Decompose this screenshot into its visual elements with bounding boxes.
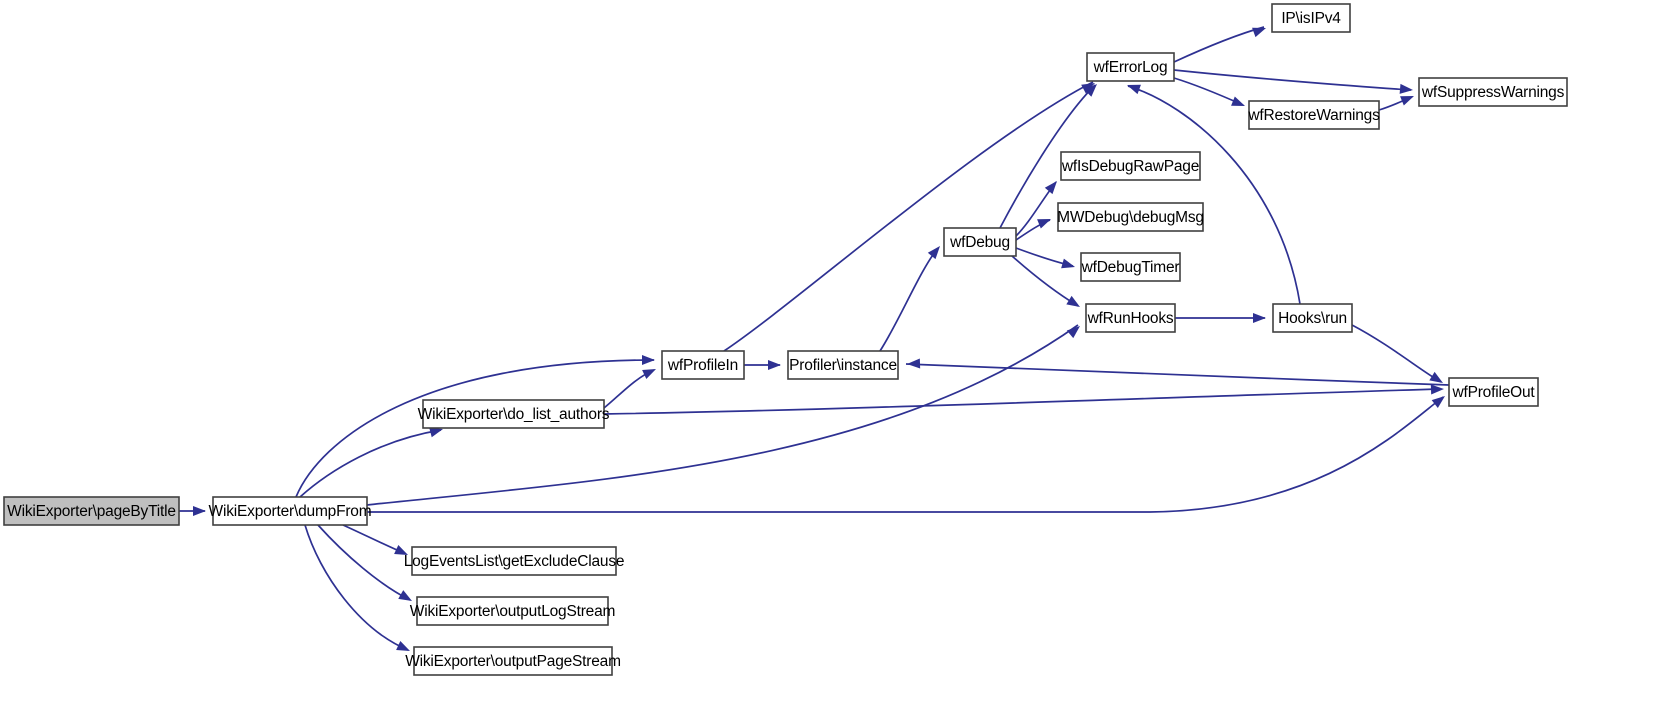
call-edge-dumpFrom-to-outputLogStream (317, 524, 411, 601)
graph-node-isIPv4[interactable]: IP\isIPv4 (1271, 3, 1351, 33)
call-edge-do_list_authors-to-wfProfileOut (603, 388, 1442, 415)
call-edge-dumpFrom-to-wfProfileOut (367, 396, 1444, 513)
node-box[interactable] (661, 350, 745, 380)
node-box[interactable] (1086, 52, 1175, 82)
node-box[interactable] (422, 399, 605, 429)
arrowhead-icon (1431, 396, 1445, 408)
node-box[interactable] (413, 646, 613, 676)
graph-node-pageByTitle[interactable]: WikiExporter\pageByTitle (3, 496, 180, 526)
arrowhead-icon (1429, 371, 1443, 383)
call-edge-dumpFrom-to-wfRunHooks (366, 324, 1079, 506)
node-layer: WikiExporter\pageByTitle WikiExporter\dum… (3, 3, 1568, 676)
arrowhead-icon (1252, 27, 1266, 38)
arrowhead-icon (1066, 295, 1080, 307)
graph-node-getExcludeClause[interactable]: LogEventsList\getExcludeClause (404, 546, 625, 576)
graph-node-wfDebug[interactable]: wfDebug (943, 227, 1017, 257)
call-edge-wfProfileOut-to-profilerInstance (905, 363, 1450, 386)
call-edge-wfErrorLog-to-wfSuppressWarnings (1173, 69, 1412, 91)
graph-node-wfRunHooks[interactable]: wfRunHooks (1085, 303, 1176, 333)
node-box[interactable] (411, 546, 617, 576)
node-box[interactable] (212, 496, 368, 526)
node-box[interactable] (1272, 303, 1353, 333)
graph-node-wfDebugTimer[interactable]: wfDebugTimer (1080, 252, 1181, 282)
graph-node-wfProfileOut[interactable]: wfProfileOut (1448, 377, 1539, 407)
graph-node-do_list_authors[interactable]: WikiExporter\do_list_authors (418, 399, 610, 429)
call-edge-wfErrorLog-to-isIPv4 (1173, 26, 1265, 63)
call-edge-wfDebug-to-wfErrorLog (999, 84, 1096, 229)
node-box[interactable] (416, 596, 609, 626)
arrowhead-icon (1400, 96, 1414, 106)
arrowhead-icon (907, 358, 921, 369)
arrowhead-icon (398, 590, 412, 601)
arrowhead-icon (642, 369, 656, 380)
arrowhead-icon (768, 360, 781, 370)
arrowhead-icon (1127, 84, 1141, 95)
graph-node-wfErrorLog[interactable]: wfErrorLog (1086, 52, 1175, 82)
arrowhead-icon (1044, 181, 1057, 195)
arrowhead-icon (927, 246, 940, 260)
graph-node-wfProfileIn[interactable]: wfProfileIn (661, 350, 745, 380)
graph-node-profilerInstance[interactable]: Profiler\instance (787, 350, 899, 380)
call-edge-dumpFrom-to-outputPageStream (304, 524, 409, 651)
call-edge-dumpFrom-to-do_list_authors (299, 429, 442, 498)
call-edge-wfErrorLog-to-wfRestoreWarnings (1173, 77, 1244, 106)
node-box[interactable] (1418, 77, 1568, 107)
graph-node-hooksRun[interactable]: Hooks\run (1272, 303, 1353, 333)
call-edge-dumpFrom-to-wfProfileIn (295, 359, 655, 498)
arrowhead-icon (642, 355, 655, 365)
arrowhead-icon (1430, 384, 1444, 395)
call-edge-profilerInstance-to-wfDebug (879, 247, 939, 352)
graph-node-wfRestoreWarnings[interactable]: wfRestoreWarnings (1247, 100, 1380, 130)
node-box[interactable] (1448, 377, 1539, 407)
call-edge-hooksRun-to-wfProfileOut (1351, 324, 1442, 383)
node-box[interactable] (943, 227, 1017, 257)
arrowhead-icon (1253, 313, 1266, 323)
node-box[interactable] (1060, 151, 1201, 181)
arrowhead-icon (193, 506, 206, 516)
arrowhead-icon (1231, 96, 1245, 106)
arrowhead-icon (429, 427, 443, 438)
graph-node-outputLogStream[interactable]: WikiExporter\outputLogStream (410, 596, 615, 626)
node-box[interactable] (1057, 202, 1204, 232)
graph-node-wfSuppressWarnings[interactable]: wfSuppressWarnings (1418, 77, 1568, 107)
arrowhead-icon (396, 640, 410, 651)
node-box[interactable] (1080, 252, 1181, 282)
arrowhead-layer (193, 27, 1445, 651)
arrowhead-icon (394, 544, 408, 555)
node-box[interactable] (1271, 3, 1351, 33)
node-box[interactable] (1248, 100, 1380, 130)
graph-node-dumpFrom[interactable]: WikiExporter\dumpFrom (209, 496, 372, 526)
arrowhead-icon (1037, 219, 1051, 229)
call-edge-wfProfileIn-to-wfErrorLog (723, 81, 1094, 352)
graph-node-wfIsDebugRawPage[interactable]: wfIsDebugRawPage (1060, 151, 1201, 181)
graph-node-outputPageStream[interactable]: WikiExporter\outputPageStream (405, 646, 621, 676)
node-box[interactable] (1085, 303, 1176, 333)
node-box[interactable] (3, 496, 180, 526)
arrowhead-icon (1066, 326, 1080, 339)
call-edge-hooksRun-to-wfErrorLog (1127, 85, 1301, 305)
arrowhead-icon (1084, 84, 1097, 97)
graph-node-debugMsg[interactable]: MWDebug\debugMsg (1057, 202, 1204, 232)
arrowhead-icon (1061, 258, 1075, 269)
node-box[interactable] (787, 350, 899, 380)
arrowhead-icon (1399, 83, 1413, 94)
